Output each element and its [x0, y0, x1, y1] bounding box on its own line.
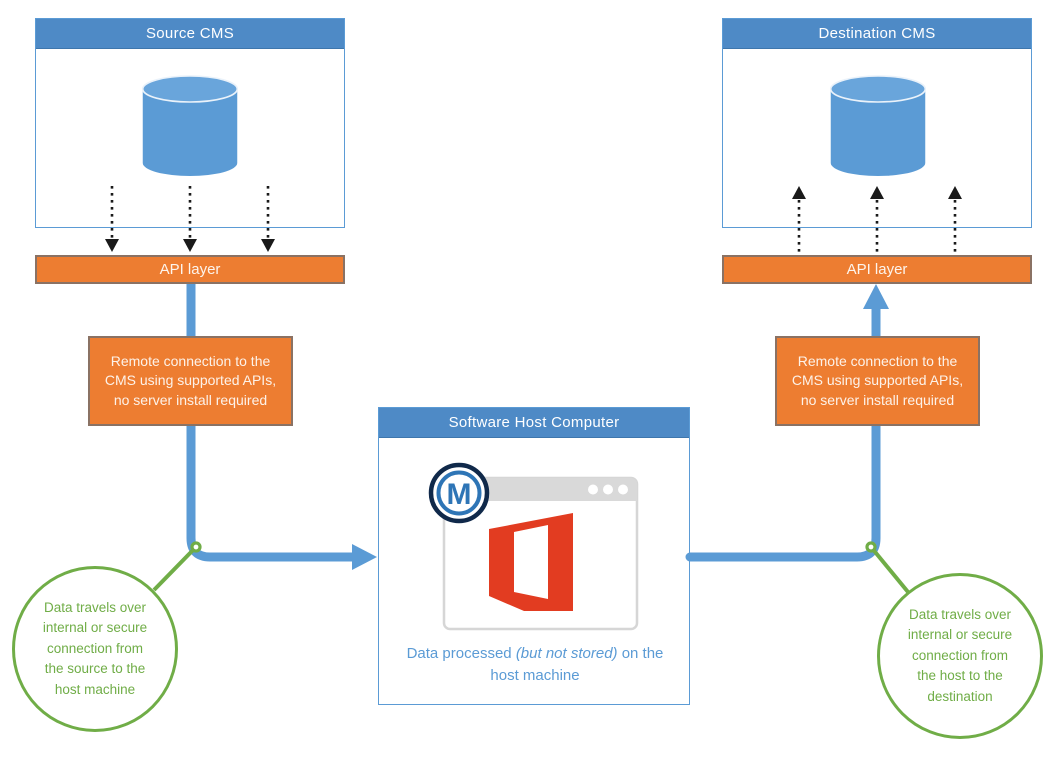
app-window-icon: M	[428, 462, 639, 631]
callout-line: internal or secure	[42, 620, 148, 636]
note-line: CMS using supported APIs,	[104, 372, 277, 389]
callout-line: internal or secure	[907, 627, 1013, 643]
source-cms-title: Source CMS	[145, 25, 235, 42]
source-cms-header: Source CMS	[36, 19, 344, 49]
database-icon	[830, 75, 926, 176]
database-icon	[142, 75, 238, 176]
remote-connection-note-left: Remote connection to the CMS using suppo…	[88, 336, 293, 426]
caption-part2: on the host machine	[490, 645, 664, 684]
window-dots-icon	[588, 484, 628, 495]
api-layer-left: API layer	[35, 255, 345, 284]
m-logo-icon: M	[428, 462, 490, 524]
note-line: no server install required	[800, 391, 955, 408]
caption-italic: (but not stored)	[515, 645, 618, 662]
callout-leader-right	[865, 541, 910, 594]
destination-cms-header: Destination CMS	[723, 19, 1031, 49]
office-logo-icon	[489, 513, 573, 611]
callout-line: destination	[927, 688, 993, 704]
callout-line: Data travels over	[908, 606, 1012, 622]
remote-connection-note-right: Remote connection to the CMS using suppo…	[775, 336, 980, 426]
api-layer-right-label: API layer	[846, 261, 908, 278]
callout-line: connection from	[911, 647, 1009, 663]
destination-cms-title: Destination CMS	[818, 25, 936, 42]
source-cms-box: Source CMS	[35, 18, 345, 228]
note-line: no server install required	[113, 391, 268, 408]
browser-window-icon	[442, 476, 639, 631]
callout-leader-left	[152, 541, 202, 592]
software-host-title: Software Host Computer	[448, 414, 620, 431]
dotted-arrowheads-source	[105, 239, 275, 252]
api-layer-right: API layer	[722, 255, 1032, 284]
caption-part1: Data processed	[406, 645, 516, 662]
note-line: CMS using supported APIs,	[791, 372, 964, 389]
m-logo-letter: M	[447, 478, 472, 511]
api-layer-left-label: API layer	[159, 261, 221, 278]
destination-cms-box: Destination CMS	[722, 18, 1032, 228]
callout-circle-left: Data travels over internal or secure con…	[12, 566, 178, 732]
connector-arrow-left	[186, 284, 377, 570]
note-line: Remote connection to the	[110, 352, 271, 369]
callout-line: the source to the	[44, 661, 146, 677]
note-line: Remote connection to the	[797, 352, 958, 369]
callout-line: connection from	[46, 640, 144, 656]
callout-line: the host to the	[917, 668, 1003, 684]
software-host-header: Software Host Computer	[379, 408, 689, 438]
host-caption: Data processed (but not stored) on the h…	[395, 643, 675, 687]
callout-line: host machine	[54, 681, 136, 697]
callout-circle-right: Data travels over internal or secure con…	[877, 573, 1043, 739]
software-host-box: Software Host Computer M	[378, 407, 690, 705]
callout-line: Data travels over	[43, 599, 147, 615]
